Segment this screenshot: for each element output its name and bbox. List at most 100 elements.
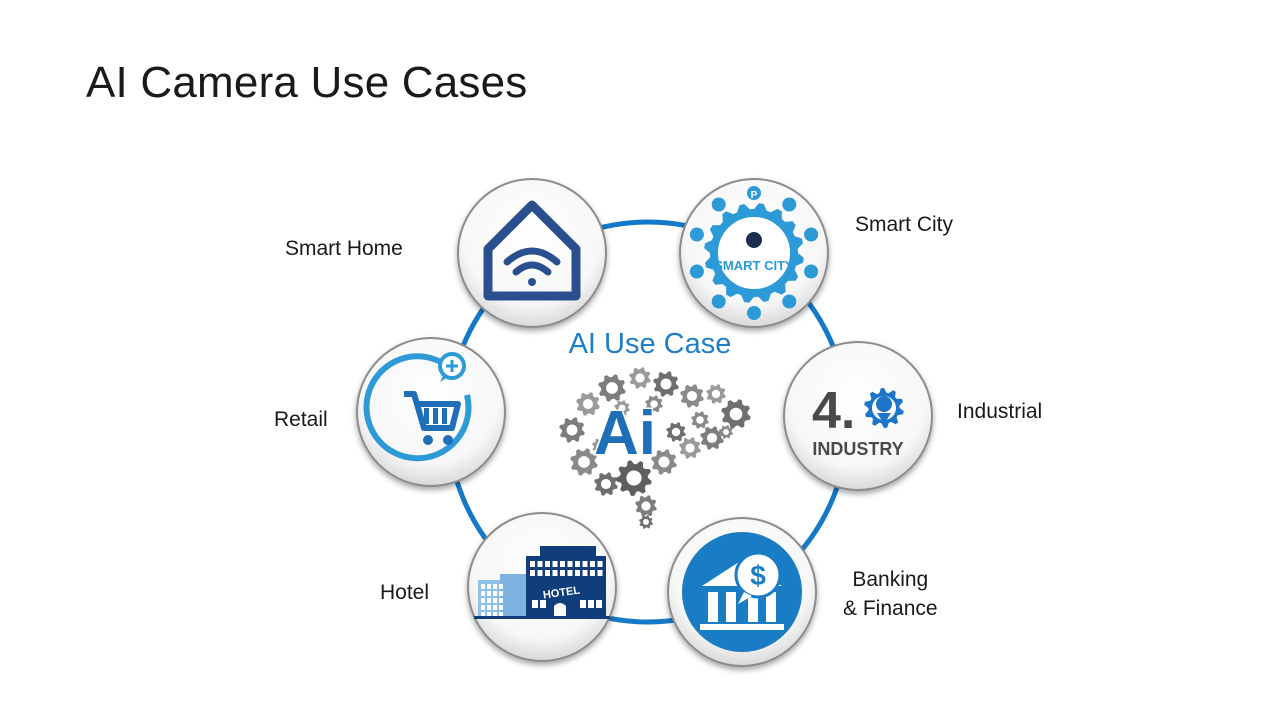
city-service-dot [689, 227, 704, 242]
city-service-dot [711, 197, 726, 212]
hotel-window [499, 584, 503, 589]
city-service-dot [747, 306, 761, 320]
hotel-window [590, 561, 595, 567]
gear-hole [643, 519, 649, 525]
label-banking-line-1: Banking [852, 568, 929, 591]
gear-hole [729, 407, 743, 421]
node-retail[interactable] [356, 337, 506, 487]
node-smart-city[interactable]: SMART CITY P [679, 178, 829, 328]
gear-hole [635, 373, 645, 383]
hotel-window [552, 561, 558, 567]
gear-hole [618, 404, 626, 412]
hotel-window [493, 598, 497, 603]
label-industrial: Industrial [957, 400, 1043, 423]
hotel-sign-text: HOTEL [542, 584, 581, 601]
label-hotel: Hotel [380, 581, 430, 604]
hotel-window [580, 600, 586, 608]
hotel-window [545, 561, 550, 567]
gear-hole [566, 424, 578, 436]
hotel-window [481, 591, 485, 596]
center-label: AI Use Case [568, 328, 732, 360]
hotel-window [560, 570, 565, 576]
hotel-window [499, 612, 503, 617]
city-service-dot [782, 197, 797, 212]
city-service-dot [804, 227, 819, 242]
hotel-window [481, 598, 485, 603]
industry-4-icon: 4. INDUSTRY [812, 382, 904, 459]
hotel-window [499, 591, 503, 596]
wifi-house-icon [483, 200, 581, 301]
gear-hole [723, 429, 729, 435]
hotel-window [582, 570, 588, 576]
hotel-window [493, 591, 497, 596]
dollar-symbol: $ [750, 560, 766, 591]
parking-pin-text: P [751, 190, 758, 201]
node-smart-home[interactable] [457, 178, 607, 328]
node-hotel[interactable]: HOTEL [467, 512, 617, 662]
hotel-window [487, 584, 491, 589]
city-service-dot [689, 264, 704, 279]
label-smart-city: Smart City [855, 213, 954, 236]
hotel-window [481, 584, 485, 589]
hotel-window [487, 605, 491, 610]
hotel-window [575, 570, 580, 576]
bank-dollar-icon: $ [682, 532, 802, 652]
hotel-window [552, 570, 558, 576]
hotel-window [499, 605, 503, 610]
city-service-dot [782, 294, 797, 309]
retail-disc [356, 337, 506, 487]
gear-hole [641, 501, 651, 511]
hotel-window [567, 561, 573, 567]
city-service-dot [804, 264, 819, 279]
hotel-window [499, 598, 503, 603]
gear-hole [671, 427, 681, 437]
gear-hole [706, 432, 718, 444]
label-banking: Banking & Finance [843, 565, 938, 623]
label-banking-line-2: & Finance [843, 597, 938, 620]
gear-hole [711, 389, 721, 399]
hotel-window [588, 600, 594, 608]
gear-hole [596, 442, 604, 450]
shopping-cart-icon [363, 352, 472, 462]
gear-hole [582, 398, 594, 410]
hotel-window [481, 612, 485, 617]
hotel-window [590, 570, 595, 576]
gear-hole [658, 456, 670, 468]
hotel-window [530, 561, 535, 567]
hotel-window [560, 561, 565, 567]
slide-title: AI Camera Use Cases [86, 58, 528, 107]
hotel-window [487, 591, 491, 596]
hotel-window [487, 612, 491, 617]
smart-city-icon: SMART CITY P [689, 186, 819, 320]
city-service-dot [747, 186, 761, 200]
gear-hole [606, 382, 618, 394]
hotel-building-icon: HOTEL [474, 546, 610, 619]
smart-city-badge-text: SMART CITY [714, 258, 794, 273]
hotel-window [567, 570, 573, 576]
hotel-window [540, 600, 546, 608]
industry-text: INDUSTRY [812, 439, 903, 459]
hotel-window [481, 605, 485, 610]
hotel-window [575, 561, 580, 567]
hotel-window [545, 570, 550, 576]
gear-hole [600, 478, 612, 490]
node-industrial[interactable]: 4. INDUSTRY [783, 341, 933, 491]
hotel-window [487, 598, 491, 603]
label-smart-home: Smart Home [285, 237, 403, 260]
gear-hole [660, 378, 672, 390]
gear-hole [626, 470, 642, 486]
label-retail: Retail [274, 408, 328, 431]
industrial-disc [783, 341, 933, 491]
gear-hole [578, 456, 590, 468]
gear-hole [686, 390, 698, 402]
gear-hole [696, 416, 704, 424]
hotel-window [493, 612, 497, 617]
hotel-window [530, 570, 535, 576]
hotel-window [537, 561, 543, 567]
node-banking[interactable]: $ [667, 517, 817, 667]
hotel-window [597, 570, 603, 576]
hotel-window [493, 584, 497, 589]
center-badge-text: Ai [594, 399, 656, 468]
